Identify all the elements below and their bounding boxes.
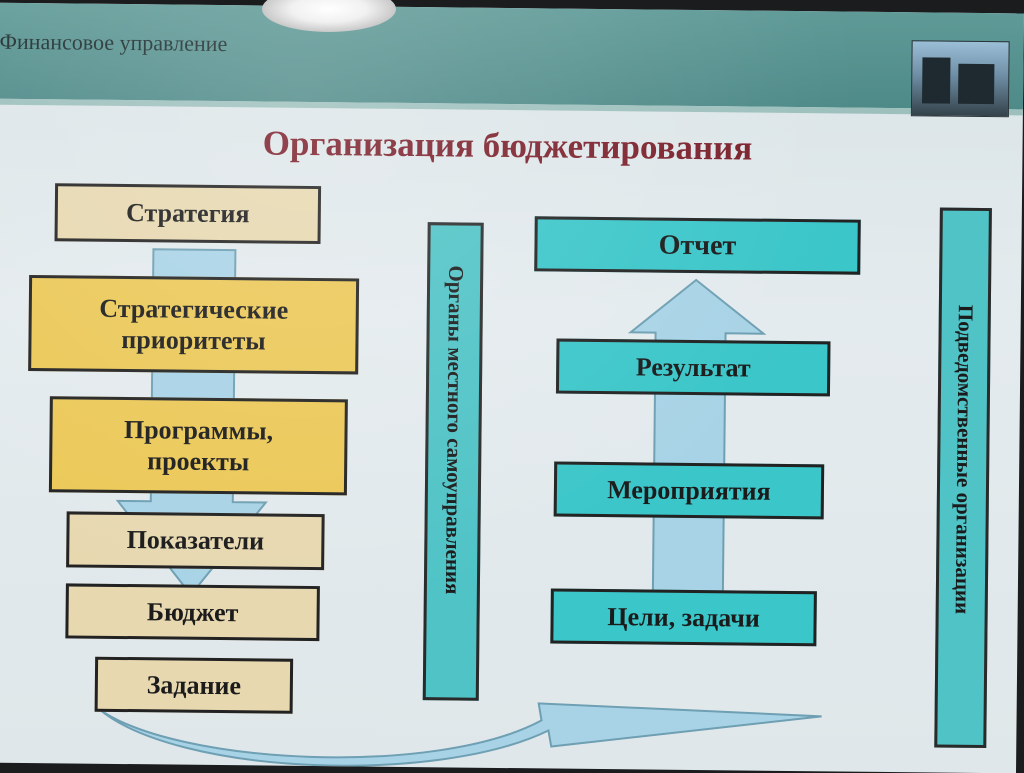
- box-strategy: Стратегия: [54, 183, 322, 245]
- box-budget: Бюджет: [65, 583, 320, 642]
- box-report: Отчет: [534, 216, 861, 275]
- curved-arrow-icon: [97, 702, 822, 767]
- box-activities: Мероприятия: [553, 461, 825, 520]
- up-arrow-icon: [627, 278, 767, 597]
- box-strategic-priorities: Стратегические приоритеты: [28, 275, 360, 375]
- box-result: Результат: [555, 338, 831, 397]
- vertical-label-subordinate-organizations: Подведомственные организации: [950, 304, 978, 615]
- box-assignment: Задание: [94, 656, 294, 714]
- vertical-label-local-government: Органы местного самоуправления: [440, 265, 469, 595]
- box-programs-projects: Программы, проекты: [48, 396, 348, 496]
- box-indicators: Показатели: [66, 511, 325, 571]
- box-goals-tasks: Цели, задачи: [550, 588, 817, 647]
